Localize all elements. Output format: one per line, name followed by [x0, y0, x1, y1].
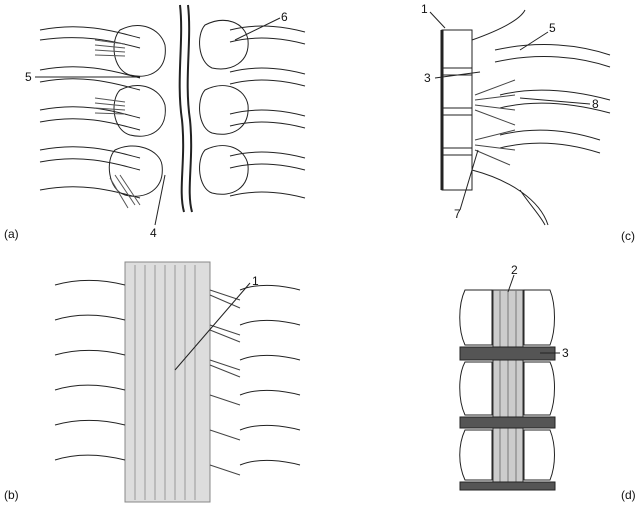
label-d-2: 2 — [511, 263, 518, 277]
leader-d2 — [507, 274, 515, 293]
vertebrae-d — [459, 289, 555, 481]
leader-a4 — [154, 174, 166, 226]
leader-c7 — [459, 149, 479, 211]
label-a-6: 6 — [281, 10, 288, 24]
label-c-7: 7 — [454, 207, 461, 221]
ligaments-a — [94, 39, 141, 209]
label-c-3: 3 — [424, 71, 431, 85]
panel-label-c: (c) — [621, 229, 635, 243]
anterior-longitudinal-ligament — [124, 261, 211, 503]
panel-label-b: (b) — [4, 488, 19, 502]
panel-label-a: (a) — [4, 227, 19, 241]
panel-d-drawing — [459, 274, 560, 491]
vertebrae-a — [108, 20, 249, 197]
label-b-1: 1 — [252, 274, 259, 288]
leader-c5 — [519, 31, 549, 51]
label-a-5: 5 — [25, 70, 32, 84]
leader-a6 — [234, 17, 281, 41]
ribs-c — [494, 44, 611, 154]
costovertebral-ligaments-b — [209, 289, 241, 476]
discs-d — [459, 346, 556, 491]
leader-c1 — [429, 11, 446, 29]
leader-b1 — [174, 282, 251, 371]
panel-a-drawing — [35, 4, 306, 226]
label-c-1: 1 — [421, 2, 428, 16]
ribs-a — [39, 25, 306, 199]
panel-b-drawing — [54, 261, 301, 503]
leader-c8 — [519, 97, 591, 105]
radiate-ligaments-c — [474, 79, 516, 166]
vertebral-bodies-c — [441, 29, 473, 191]
leader-c3 — [434, 71, 481, 79]
panel-label-d: (d) — [621, 488, 636, 502]
label-d-3: 3 — [562, 346, 569, 360]
label-c-5: 5 — [549, 21, 556, 35]
label-c-8: 8 — [592, 97, 599, 111]
label-a-4: 4 — [150, 226, 157, 240]
panel-c-drawing — [429, 9, 611, 226]
